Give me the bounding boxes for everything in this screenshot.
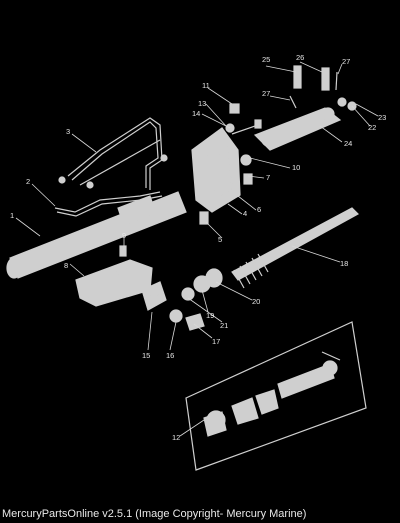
callout-numbers: 1 2 3 4 5 6 7 8 9 10 11 12 13 14 15 16 1… <box>10 53 386 442</box>
callout-1: 1 <box>10 211 14 220</box>
callout-9: 9 <box>122 231 126 240</box>
callout-14: 14 <box>192 109 200 118</box>
callout-22: 22 <box>368 123 376 132</box>
callout-5: 5 <box>218 235 222 244</box>
callout-15: 15 <box>142 351 150 360</box>
threaded-rod <box>231 207 359 289</box>
cylinder-valve <box>75 245 153 307</box>
callout-17: 17 <box>212 337 220 346</box>
callout-27b: 27 <box>262 89 270 98</box>
subassembly-box <box>185 321 367 471</box>
callout-25: 25 <box>262 55 270 64</box>
leader-lines <box>15 61 379 437</box>
callout-13: 13 <box>198 99 206 108</box>
bracket-housing <box>191 127 253 225</box>
tubing-lines <box>54 117 168 217</box>
tie-link-assembly <box>253 65 357 151</box>
callout-23: 23 <box>378 113 386 122</box>
callout-3: 3 <box>66 127 70 136</box>
callout-18: 18 <box>340 259 348 268</box>
callout-6: 6 <box>257 205 261 214</box>
callout-4: 4 <box>243 209 247 218</box>
callout-21: 21 <box>220 321 228 330</box>
callout-20: 20 <box>252 297 260 306</box>
fittings-row <box>141 268 223 331</box>
callout-24: 24 <box>344 139 352 148</box>
callout-11: 11 <box>202 81 210 90</box>
callout-26: 26 <box>296 53 304 62</box>
fasteners <box>225 103 262 135</box>
callout-16: 16 <box>166 351 174 360</box>
copyright-caption: MercuryPartsOnline v2.5.1 (Image Copyrig… <box>2 508 307 520</box>
callout-8: 8 <box>64 261 68 270</box>
callout-19: 19 <box>206 311 214 320</box>
steering-tube <box>6 191 187 279</box>
callout-7: 7 <box>266 173 270 182</box>
callout-12: 12 <box>172 433 180 442</box>
callout-27a: 27 <box>342 57 350 66</box>
callout-10: 10 <box>292 163 300 172</box>
callout-2: 2 <box>26 177 30 186</box>
